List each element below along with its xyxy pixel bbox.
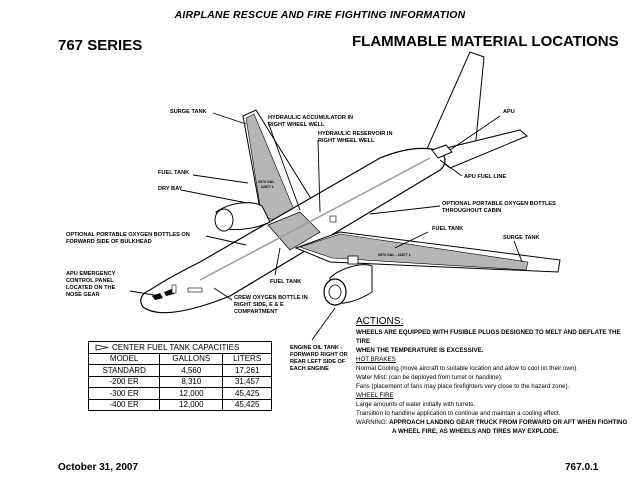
right-engine [324, 265, 372, 305]
actions-heading: ACTIONS: [356, 316, 636, 328]
label-apu: APU [503, 109, 515, 115]
hot-brakes-item: Normal Cooling (move aircraft to suitabl… [356, 364, 636, 373]
label-hydraulic-accumulator: RIGHT WHEEL WELL [268, 122, 325, 128]
label-dry-bay: DRY BAY [158, 186, 183, 192]
label-oxygen-cabin: OPTIONAL PORTABLE OXYGEN BOTTLES [442, 201, 556, 207]
table-row: -400 ER 12,000 45,425 [89, 399, 272, 411]
footer-date: October 31, 2007 [58, 462, 138, 473]
table-cell: 17,261 [223, 365, 272, 377]
label-oxygen-bulkhead: FORWARD SIDE OF BULKHEAD [66, 239, 152, 245]
table-header-row: MODEL GALLONS LITERS [89, 353, 272, 365]
label-engine-oil: ENGINE OIL TANK - [290, 345, 342, 351]
table-cell: 4,560 [160, 365, 223, 377]
wheel-fire-item: Transition to handline application to co… [356, 409, 636, 418]
label-oxygen-cabin: THROUGHOUT CABIN [442, 208, 501, 214]
capacity-table-title: CENTER FUEL TANK CAPACITIES [89, 342, 272, 354]
actions-intro: WHEN THE TEMPERATURE IS EXCESSIVE. [356, 346, 636, 355]
label-left-tank-capacity: 22877 L [261, 185, 275, 189]
hot-brakes-heading: HOT BRAKES [356, 355, 636, 364]
table-row: -300 ER 12,000 45,425 [89, 388, 272, 400]
label-engine-oil: REAR LEFT SIDE OF [290, 359, 346, 365]
label-hydraulic-accumulator: HYDRAULIC ACCUMULATOR IN [268, 115, 353, 121]
label-crew-oxygen: CREW OXYGEN BOTTLE IN [234, 295, 308, 301]
label-right-tank-capacity: 6570 GAL - 22877 L [378, 253, 412, 257]
footer-page-number: 767.0.1 [565, 462, 598, 473]
label-left-tank-capacity: 6570 GAL [258, 180, 275, 184]
table-cell: STANDARD [89, 365, 160, 377]
label-apu-panel: NOSE GEAR [66, 292, 100, 298]
table-row: STANDARD 4,560 17,261 [89, 365, 272, 377]
table-cell: -300 ER [89, 388, 160, 400]
hot-brakes-item: Water Mist: (can be deployed from turret… [356, 373, 636, 382]
wheel-fire-item: Large amounts of water initially with tu… [356, 400, 636, 409]
fuel-tank-icon [95, 344, 109, 351]
label-crew-oxygen: COMPARTMENT [234, 309, 278, 315]
warning-text: APPROACH LANDING GEAR TRUCK FROM FORWARD… [389, 419, 627, 426]
label-fuel-tank-left: FUEL TANK [158, 170, 189, 176]
label-hydraulic-reservoir: HYDRAULIC RESERVOIR IN [318, 131, 393, 137]
warning-label: WARNING: [356, 419, 389, 426]
table-cell: 12,000 [160, 388, 223, 400]
label-crew-oxygen: RIGHT SIDE, E & E [234, 302, 284, 308]
capacity-table: CENTER FUEL TANK CAPACITIES MODEL GALLON… [88, 341, 272, 411]
label-engine-oil: EACH ENGINE [290, 366, 329, 372]
table-cell: 12,000 [160, 399, 223, 411]
label-oxygen-bulkhead: OPTIONAL PORTABLE OXYGEN BOTTLES ON [66, 232, 190, 238]
column-header: LITERS [223, 353, 272, 365]
table-cell: -200 ER [89, 376, 160, 388]
label-apu-fuel-line: APU FUEL LINE [464, 174, 506, 180]
table-cell: 8,310 [160, 376, 223, 388]
actions-block: ACTIONS: WHEELS ARE EQUIPPED WITH FUSIBL… [356, 316, 636, 436]
table-cell: 45,425 [223, 399, 272, 411]
label-fuel-tank-center: FUEL TANK [270, 279, 301, 285]
table-cell: 45,425 [223, 388, 272, 400]
label-hydraulic-reservoir: RIGHT WHEEL WELL [318, 138, 375, 144]
label-surge-tank-right: SURGE TANK [503, 235, 540, 241]
label-fuel-tank-right: FUEL TANK [432, 226, 463, 232]
column-header: MODEL [89, 353, 160, 365]
label-surge-tank-left: SURGE TANK [170, 109, 207, 115]
warning-line: WARNING: APPROACH LANDING GEAR TRUCK FRO… [356, 418, 636, 427]
label-engine-oil: FORWARD RIGHT OR [290, 352, 348, 358]
label-apu-panel: LOCATED ON THE [66, 285, 116, 291]
table-row: -200 ER 8,310 31,457 [89, 376, 272, 388]
table-cell: 31,457 [223, 376, 272, 388]
table-cell: -400 ER [89, 399, 160, 411]
column-header: GALLONS [160, 353, 223, 365]
label-apu-panel: APU EMERGENCY [66, 271, 116, 277]
label-apu-panel: CONTROL PANEL [66, 278, 114, 284]
actions-intro: WHEELS ARE EQUIPPED WITH FUSIBLE PLUGS D… [356, 328, 636, 346]
hot-brakes-item: Fans (placement of fans may place firefi… [356, 382, 636, 391]
warning-text: A WHEEL FIRE, AS WHEELS AND TIRES MAY EX… [356, 427, 636, 436]
wheel-fire-heading: WHEEL FIRE [356, 391, 636, 400]
